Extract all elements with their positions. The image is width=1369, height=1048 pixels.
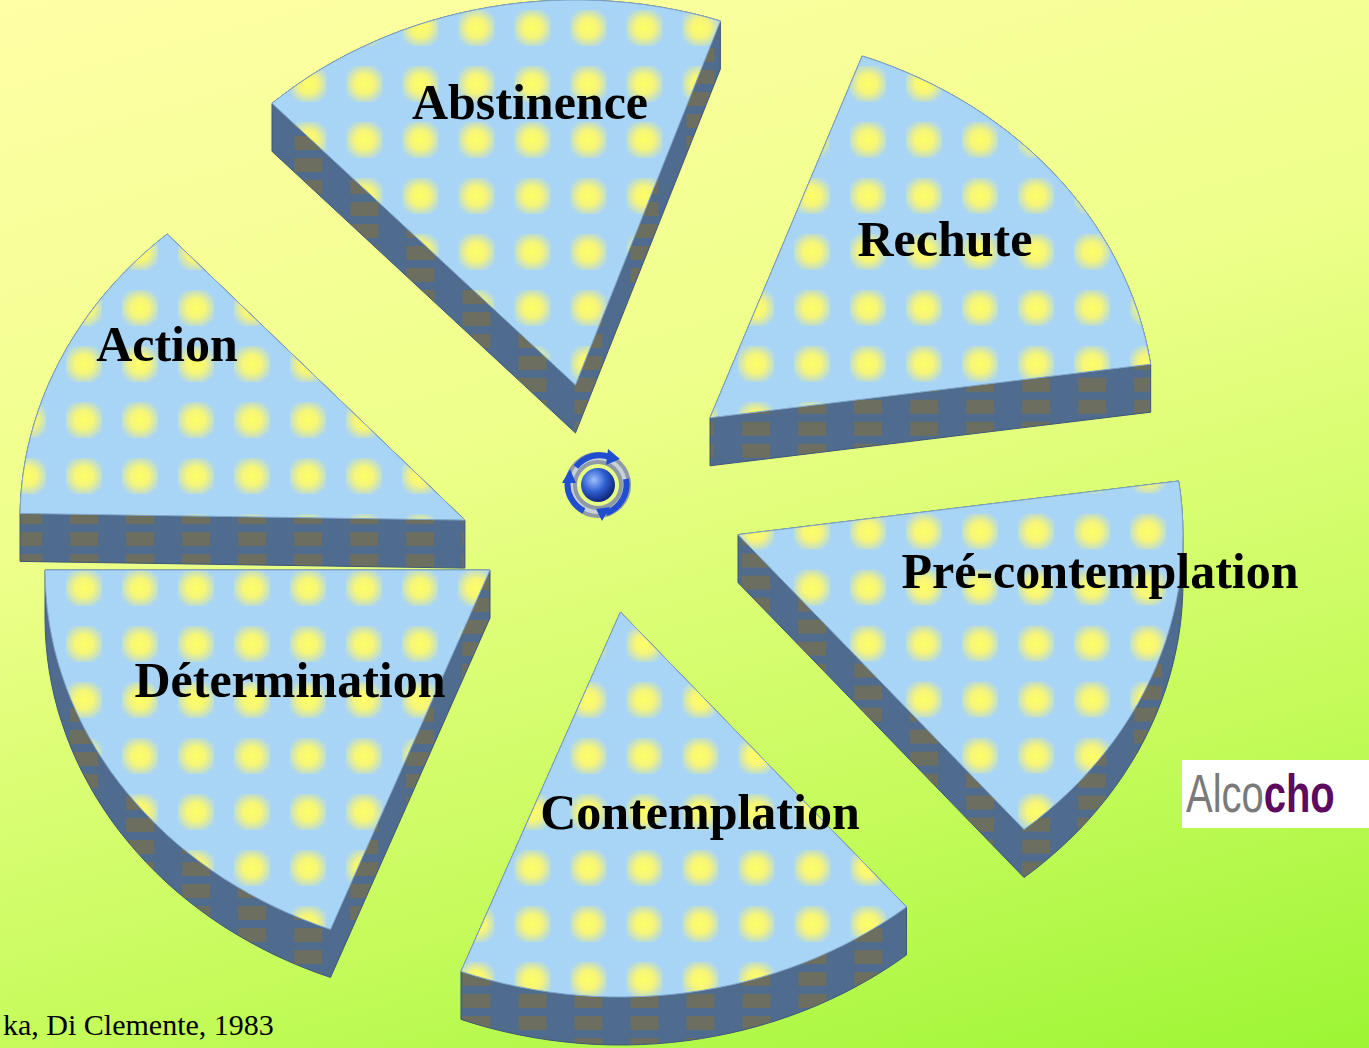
stage-label: Contemplation: [540, 785, 859, 840]
cycle-icon: [558, 445, 638, 525]
logo-text: Alcocho: [1186, 764, 1335, 823]
slice-face: [20, 234, 465, 520]
logo-box: Alcocho: [1182, 760, 1369, 828]
slice-shape: [272, 0, 720, 433]
stage-slice: Abstinence: [272, 0, 720, 433]
stage-label: Rechute: [858, 212, 1033, 267]
stage-slice: Contemplation: [461, 612, 907, 1045]
stage-slice: Détermination: [45, 570, 490, 977]
icon-arrow: [576, 455, 610, 467]
slice-side: [460, 612, 905, 1045]
stage-label: Abstinence: [412, 75, 648, 130]
icon-arrowhead: [562, 469, 576, 483]
slice-face: [45, 570, 490, 929]
icon-arrowhead: [606, 449, 620, 465]
stage-label: Détermination: [134, 653, 445, 708]
slice-face: [460, 612, 905, 997]
slice-shape: [20, 234, 465, 568]
icon-sphere: [581, 468, 615, 502]
stage-label: Pré-contemplation: [901, 544, 1298, 599]
stage-label: Action: [96, 317, 238, 372]
slice-face: [738, 481, 1183, 829]
stage-slice: Rechute: [710, 56, 1151, 466]
slice-side: [20, 234, 465, 568]
citation-text: ka, Di Clemente, 1983: [3, 1008, 274, 1042]
icon-arrowhead: [596, 507, 610, 521]
slice-face: [710, 56, 1151, 418]
slice-side: [271, 0, 719, 433]
slice-face: [271, 0, 719, 385]
logo-part: Alco: [1186, 763, 1264, 823]
logo-part: cho: [1264, 763, 1335, 823]
slice-side: [710, 56, 1151, 466]
slice-side: [45, 570, 490, 977]
slice-shape: [45, 570, 490, 977]
stage-slice: Action: [20, 234, 465, 568]
